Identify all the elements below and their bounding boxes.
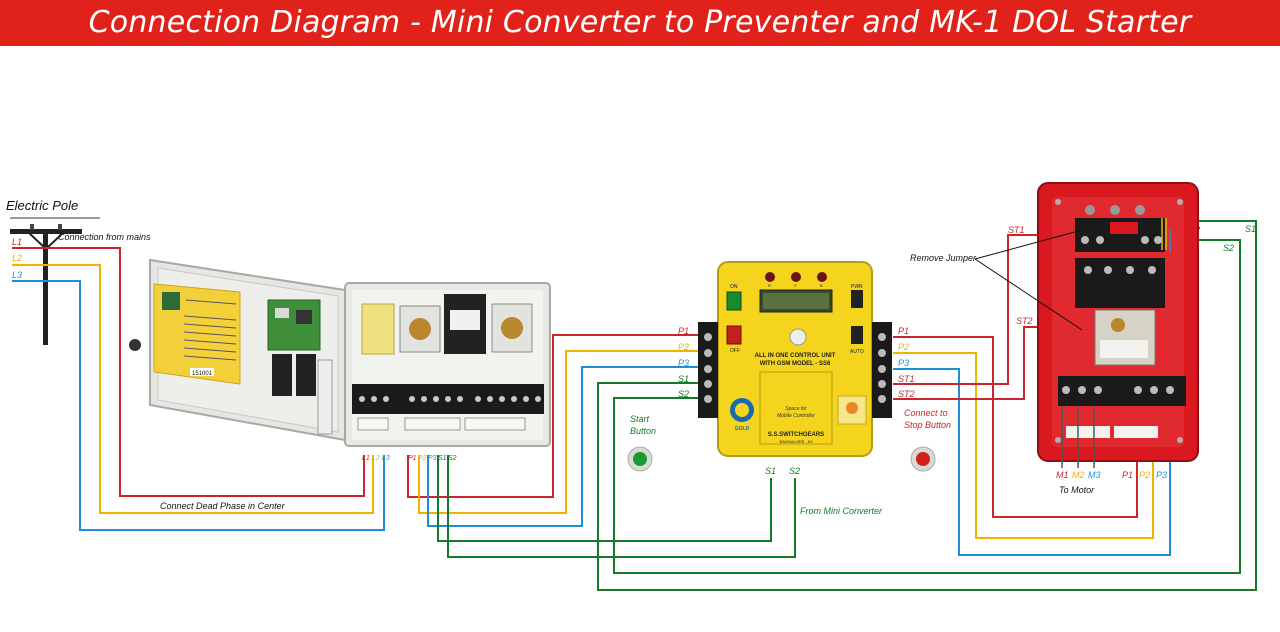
wire-preventer-s1 xyxy=(437,455,772,542)
preventer-terminal-l2: L2 xyxy=(372,455,380,462)
converter-line1: ALL IN ONE CONTROL UNIT xyxy=(755,353,836,359)
start-button xyxy=(627,446,653,472)
wire-converter-s1 xyxy=(597,220,1257,591)
wire-l1 xyxy=(12,247,365,497)
wire-preventer-p2 xyxy=(418,350,700,514)
converter-left-p3: P3 xyxy=(678,358,689,368)
preventer-sticker-code: 151001 xyxy=(192,371,213,377)
converter-line2: WITH GSM MODEL - SS6 xyxy=(760,361,831,367)
starter-input-p3: P3 xyxy=(1156,470,1167,480)
wire-preventer-p1 xyxy=(407,334,700,498)
electric-pole-label: Electric Pole xyxy=(6,198,78,213)
preventer-terminal-p1: P1 xyxy=(408,455,417,462)
page-title: Connection Diagram - Mini Converter to P… xyxy=(88,5,1192,40)
converter-city: BANGALORE - 63 xyxy=(780,439,814,444)
converter-led-b: B xyxy=(820,283,823,288)
wire-converter-p2 xyxy=(893,352,1154,539)
preventer-terminal-p2: P2 xyxy=(418,455,427,462)
preventer-terminal-l1: L1 xyxy=(362,455,370,462)
starter-motor-m3: M3 xyxy=(1088,470,1101,480)
starter-motor-m2: M2 xyxy=(1072,470,1085,480)
preventer-terminal-labels: L1 L2 L3 P1 P2 P3 S1 S2 xyxy=(362,455,457,462)
starter-s1-label: S1 xyxy=(1245,224,1256,234)
converter-bottom-s2: S2 xyxy=(789,466,800,476)
converter-pwr-label: PWR xyxy=(851,284,863,290)
starter-st2-label: ST2 xyxy=(1016,316,1033,326)
converter-left-s2: S2 xyxy=(678,389,689,399)
converter-space-line2: Mobile Controller xyxy=(777,413,815,419)
starter-input-p1: P1 xyxy=(1122,470,1133,480)
converter-panel-text: ON OFF PWR AUTO R Y B ALL IN ONE CONTROL… xyxy=(730,283,864,444)
preventer-terminal-p3: P3 xyxy=(428,455,437,462)
converter-led-y: Y xyxy=(794,283,797,288)
wire-preventer-s2 xyxy=(447,455,796,558)
connection-from-mains-label: Connection from mains xyxy=(58,232,151,242)
to-motor-label: To Motor xyxy=(1059,485,1095,495)
preventer-terminal-s2: S2 xyxy=(448,455,457,462)
wire-converter-p1 xyxy=(893,336,1138,518)
starter-input-p2: P2 xyxy=(1139,470,1150,480)
converter-left-p2: P2 xyxy=(678,342,689,352)
wire-l3 xyxy=(12,280,385,531)
converter-bottom-s1: S1 xyxy=(765,466,776,476)
wires xyxy=(12,220,1257,591)
connect-dead-phase-label: Connect Dead Phase in Center xyxy=(160,501,286,511)
wire-converter-s2 xyxy=(613,239,1241,574)
preventer-panel: 151001 xyxy=(129,258,551,447)
converter-right-st2: ST2 xyxy=(898,389,915,399)
electric-pole xyxy=(10,217,100,345)
title-bar xyxy=(0,0,1280,46)
converter-right-p2: P2 xyxy=(898,342,909,352)
from-mini-converter-label: From Mini Converter xyxy=(800,506,883,516)
converter-led-r: R xyxy=(768,283,771,288)
wire-l2 xyxy=(12,264,374,514)
converter-auto-label: AUTO xyxy=(850,349,864,355)
converter-left-p1: P1 xyxy=(678,326,689,336)
converter-brand: S.S.SWITCHGEARS xyxy=(768,432,824,438)
starter-motor-m1: M1 xyxy=(1056,470,1069,480)
converter-right-p3: P3 xyxy=(898,358,909,368)
converter-on-label: ON xyxy=(730,284,738,290)
converter-bottom-labels: S1 S2 xyxy=(765,466,800,476)
converter-left-s1: S1 xyxy=(678,374,689,384)
preventer-terminal-s1: S1 xyxy=(438,455,447,462)
converter-right-st1: ST1 xyxy=(898,374,915,384)
remove-jumper-pointers xyxy=(974,229,1083,331)
converter-right-p1: P1 xyxy=(898,326,909,336)
converter-right-labels: P1 P2 P3 ST1 ST2 xyxy=(898,326,915,399)
remove-jumper-label: Remove Jumper xyxy=(910,253,977,263)
preventer-terminal-l3: L3 xyxy=(382,455,390,462)
pole-line-l3: L3 xyxy=(12,270,22,280)
pole-line-l2: L2 xyxy=(12,253,22,263)
starter-labels: ST1 ST2 S1 S2 M1 M2 M3 P1 P2 P3 xyxy=(1008,224,1256,480)
starter-s2-label: S2 xyxy=(1223,243,1234,253)
converter-logo-text: GOLD xyxy=(735,426,750,432)
converter-space-line1: Space for xyxy=(785,406,807,412)
stop-button xyxy=(910,446,936,472)
dol-starter xyxy=(1037,182,1199,468)
wire-converter-p3 xyxy=(893,368,1171,556)
pole-line-l1: L1 xyxy=(12,237,22,247)
converter-left-labels: P1 P2 P3 S1 S2 xyxy=(678,326,689,399)
converter-off-label: OFF xyxy=(730,348,740,354)
wire-preventer-p3 xyxy=(427,366,700,527)
starter-st1-label: ST1 xyxy=(1008,225,1025,235)
mini-converter xyxy=(698,261,892,457)
